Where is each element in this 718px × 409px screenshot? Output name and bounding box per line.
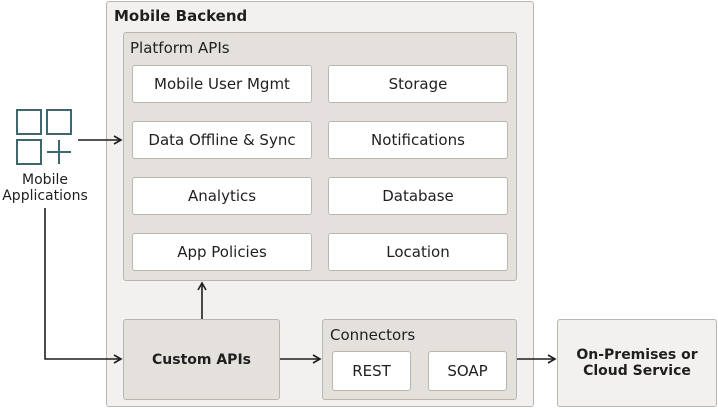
external-service-label: On-Premises or Cloud Service: [557, 319, 717, 407]
connector-soap: SOAP: [428, 351, 507, 391]
custom-apis-label: Custom APIs: [152, 351, 251, 368]
mobile-label-line1: Mobile: [22, 172, 68, 188]
connector-rest: REST: [332, 351, 411, 391]
api-storage: Storage: [328, 65, 508, 103]
external-service-box: [557, 319, 717, 407]
mobile-applications-label: Mobile Applications: [0, 172, 90, 204]
platform-apis-title: Platform APIs: [130, 39, 230, 57]
api-app-policies: App Policies: [132, 233, 312, 271]
connectors-title: Connectors: [330, 326, 416, 344]
api-mobile-user-mgmt: Mobile User Mgmt: [132, 65, 312, 103]
mobile-label-line2: Applications: [2, 188, 88, 204]
app-grid-icon: [16, 109, 72, 165]
api-location: Location: [328, 233, 508, 271]
api-analytics: Analytics: [132, 177, 312, 215]
mobile-backend-title: Mobile Backend: [114, 7, 248, 25]
api-notifications: Notifications: [328, 121, 508, 159]
api-data-offline-sync: Data Offline & Sync: [132, 121, 312, 159]
custom-apis-box: [123, 319, 280, 400]
external-label-line1: On-Premises or: [576, 347, 698, 363]
external-label-line2: Cloud Service: [583, 363, 691, 379]
api-database: Database: [328, 177, 508, 215]
